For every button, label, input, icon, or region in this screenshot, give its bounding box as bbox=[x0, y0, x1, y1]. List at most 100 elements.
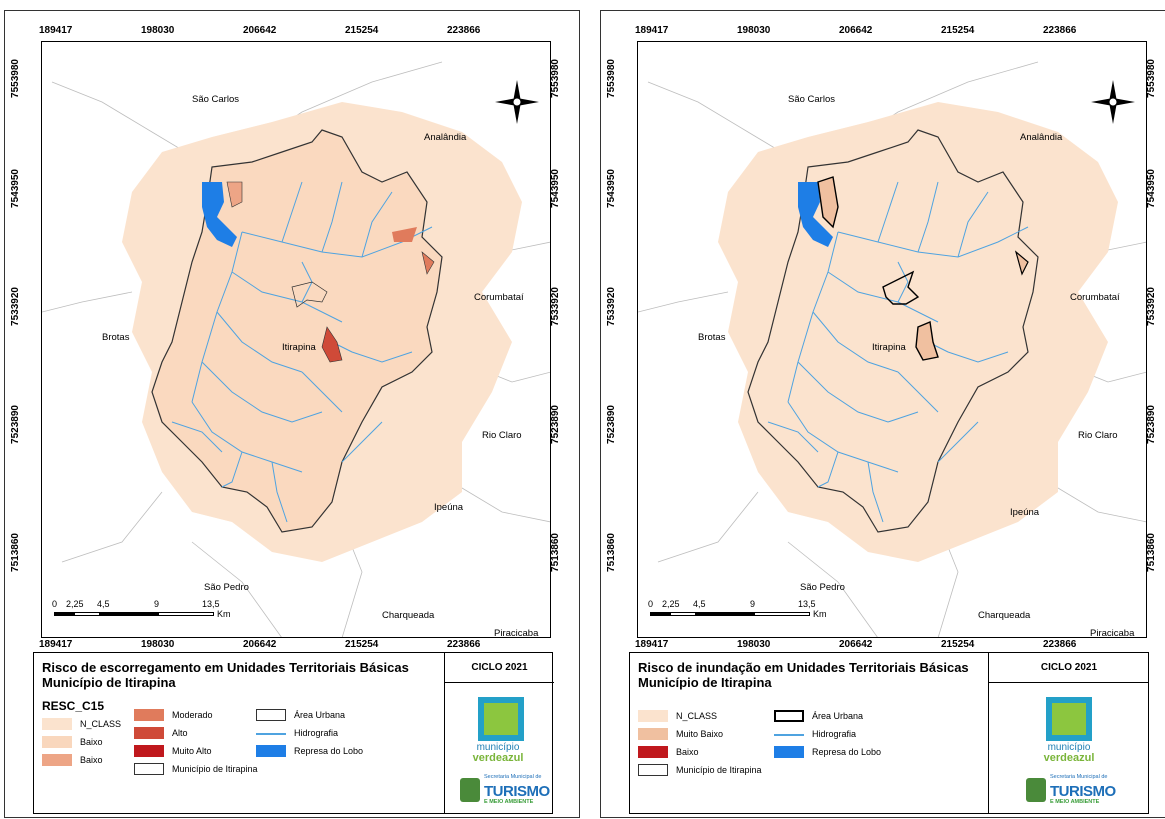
coord-top: 206642 bbox=[839, 25, 873, 36]
turismo-logo: Secretaria Municipal de TURISMO E MEIO A… bbox=[1024, 770, 1116, 806]
coord-left: 7523890 bbox=[605, 405, 617, 444]
urban-area bbox=[1014, 250, 1029, 276]
legend-subtitle: Município de Itirapina bbox=[638, 675, 772, 690]
scale-bar: 0 2,25 4,5 9 13,5 Km bbox=[52, 599, 231, 619]
place-label: Ipeúna bbox=[1010, 507, 1040, 518]
place-label: Rio Claro bbox=[1078, 430, 1118, 441]
coord-bottom: 223866 bbox=[447, 639, 481, 650]
legend-subtitle: Município de Itirapina bbox=[42, 675, 176, 690]
coord-bottom: 215254 bbox=[345, 639, 379, 650]
urban-area bbox=[291, 281, 328, 308]
place-label: São Carlos bbox=[192, 94, 239, 105]
coord-right: 7523890 bbox=[1145, 405, 1157, 444]
coord-bottom: 189417 bbox=[39, 639, 73, 650]
cycle-label: CICLO 2021 bbox=[989, 653, 1149, 683]
place-label: São Pedro bbox=[204, 582, 249, 593]
map-canvas: São Carlos Analândia Corumbataí Brotas I… bbox=[41, 41, 551, 638]
coord-left: 7523890 bbox=[9, 405, 21, 444]
municipio-verdeazul-logo bbox=[478, 697, 524, 741]
place-label: Itirapina bbox=[282, 342, 316, 353]
place-label: Charqueada bbox=[382, 610, 435, 621]
place-label: Analândia bbox=[424, 132, 467, 143]
coord-bottom: 206642 bbox=[243, 639, 277, 650]
coord-bottom: 206642 bbox=[839, 639, 873, 650]
coord-top: 223866 bbox=[1043, 25, 1077, 36]
landslide-risk-map bbox=[42, 61, 550, 637]
urban-area bbox=[882, 270, 920, 305]
risk-moderado-patch bbox=[392, 227, 417, 242]
map-canvas: São Carlos Analândia Corumbataí Brotas I… bbox=[637, 41, 1147, 638]
logo-text: verdeazul bbox=[472, 752, 524, 764]
scale-bar: 0 2,25 4,5 9 13,5 Km bbox=[648, 599, 827, 619]
coord-bottom: 215254 bbox=[941, 639, 975, 650]
urban-area bbox=[915, 321, 939, 361]
coord-right: 7513860 bbox=[1145, 533, 1157, 572]
urban-area bbox=[817, 176, 839, 229]
coord-right: 7543950 bbox=[549, 169, 561, 208]
risk-moderado-patch bbox=[226, 181, 243, 208]
legend-title: Risco de inundação em Unidades Territori… bbox=[638, 660, 969, 675]
place-label: Corumbataí bbox=[1070, 292, 1120, 303]
legend-title: Risco de escorregamento em Unidades Terr… bbox=[42, 660, 409, 675]
coord-right: 7543950 bbox=[1145, 169, 1157, 208]
coord-left: 7553980 bbox=[605, 59, 617, 98]
coord-right: 7523890 bbox=[549, 405, 561, 444]
risk-alto-patch bbox=[321, 326, 343, 363]
place-label: Brotas bbox=[102, 332, 130, 343]
coord-top: 215254 bbox=[345, 25, 379, 36]
flood-risk-map bbox=[638, 61, 1146, 637]
coord-left: 7543950 bbox=[9, 169, 21, 208]
coord-bottom: 198030 bbox=[737, 639, 771, 650]
map-legend: Risco de escorregamento em Unidades Terr… bbox=[33, 652, 554, 814]
right-map-panel: 189417 198030 206642 215254 223866 18941… bbox=[600, 10, 1165, 818]
municipio-verdeazul-logo bbox=[1046, 697, 1092, 741]
coord-left: 7533920 bbox=[9, 287, 21, 326]
coord-top: 198030 bbox=[141, 25, 175, 36]
place-label: Ipeúna bbox=[434, 502, 464, 513]
coord-top: 198030 bbox=[737, 25, 771, 36]
coord-top: 206642 bbox=[243, 25, 277, 36]
coord-left: 7543950 bbox=[605, 169, 617, 208]
turismo-logo: Secretaria Municipal de TURISMO E MEIO A… bbox=[458, 770, 550, 806]
cycle-box: CICLO 2021 município verdeazul Secretari… bbox=[444, 653, 554, 813]
cycle-label: CICLO 2021 bbox=[445, 653, 554, 683]
coord-top: 215254 bbox=[941, 25, 975, 36]
logo-text: verdeazul bbox=[1043, 752, 1095, 764]
coord-right: 7513860 bbox=[549, 533, 561, 572]
coord-right: 7553980 bbox=[549, 59, 561, 98]
coord-left: 7533920 bbox=[605, 287, 617, 326]
coord-left: 7513860 bbox=[9, 533, 21, 572]
place-label: Analândia bbox=[1020, 132, 1063, 143]
cycle-box: CICLO 2021 município verdeazul Secretari… bbox=[988, 653, 1149, 813]
coord-top: 189417 bbox=[39, 25, 73, 36]
coord-bottom: 198030 bbox=[141, 639, 175, 650]
place-label: Piracicaba bbox=[494, 628, 539, 638]
coord-left: 7513860 bbox=[605, 533, 617, 572]
logo-text: município bbox=[1047, 742, 1091, 753]
coord-right: 7533920 bbox=[549, 287, 561, 326]
place-label: Corumbataí bbox=[474, 292, 524, 303]
logo-text: município bbox=[476, 742, 520, 753]
coord-right: 7553980 bbox=[1145, 59, 1157, 98]
coord-top: 223866 bbox=[447, 25, 481, 36]
represa-do-lobo bbox=[202, 182, 237, 247]
represa-do-lobo bbox=[798, 182, 833, 247]
coord-top: 189417 bbox=[635, 25, 669, 36]
left-map-panel: 189417 198030 206642 215254 223866 18941… bbox=[4, 10, 580, 818]
hydrography bbox=[767, 181, 1029, 523]
place-label: São Carlos bbox=[788, 94, 835, 105]
north-arrow bbox=[495, 80, 539, 124]
coord-bottom: 223866 bbox=[1043, 639, 1077, 650]
legend-heading: RESC_C15 bbox=[42, 699, 105, 713]
coord-left: 7553980 bbox=[9, 59, 21, 98]
coord-right: 7533920 bbox=[1145, 287, 1157, 326]
place-label: Piracicaba bbox=[1090, 628, 1135, 638]
place-label: Charqueada bbox=[978, 610, 1031, 621]
north-arrow bbox=[1091, 80, 1135, 124]
coord-bottom: 189417 bbox=[635, 639, 669, 650]
place-label: São Pedro bbox=[800, 582, 845, 593]
risk-moderado-patch bbox=[421, 251, 435, 275]
map-legend: Risco de inundação em Unidades Territori… bbox=[629, 652, 1149, 814]
place-label: Rio Claro bbox=[482, 430, 522, 441]
place-label: Brotas bbox=[698, 332, 726, 343]
